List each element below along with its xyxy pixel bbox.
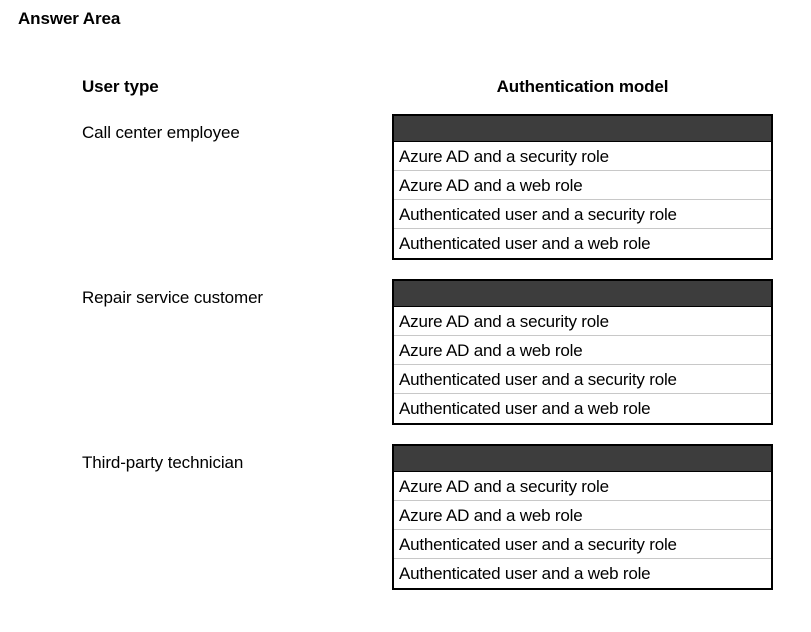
- dropdown-option[interactable]: Authenticated user and a security role: [394, 365, 771, 394]
- dropdown-option[interactable]: Azure AD and a security role: [394, 472, 771, 501]
- dropdown-selected-value[interactable]: [394, 446, 771, 472]
- dropdown-selected-value[interactable]: [394, 116, 771, 142]
- authentication-model-dropdown[interactable]: Azure AD and a security role Azure AD an…: [392, 279, 773, 425]
- column-header-authentication-model: Authentication model: [496, 77, 669, 96]
- dropdown-option[interactable]: Azure AD and a web role: [394, 336, 771, 365]
- dropdown-option[interactable]: Azure AD and a security role: [394, 142, 771, 171]
- dropdown-option[interactable]: Authenticated user and a web role: [394, 229, 771, 258]
- dropdown-option[interactable]: Authenticated user and a security role: [394, 530, 771, 559]
- dropdown-option[interactable]: Authenticated user and a web role: [394, 559, 771, 588]
- column-header-user-type: User type: [82, 77, 159, 96]
- row-label-user-type: Call center employee: [82, 123, 240, 142]
- row-label-user-type: Repair service customer: [82, 288, 263, 307]
- dropdown-option[interactable]: Authenticated user and a security role: [394, 200, 771, 229]
- dropdown-option[interactable]: Authenticated user and a web role: [394, 394, 771, 423]
- dropdown-selected-value[interactable]: [394, 281, 771, 307]
- answer-area-title: Answer Area: [18, 9, 121, 28]
- dropdown-option[interactable]: Azure AD and a web role: [394, 171, 771, 200]
- dropdown-option[interactable]: Azure AD and a web role: [394, 501, 771, 530]
- authentication-model-dropdown[interactable]: Azure AD and a security role Azure AD an…: [392, 444, 773, 590]
- row-label-user-type: Third-party technician: [82, 453, 244, 472]
- authentication-model-dropdown[interactable]: Azure AD and a security role Azure AD an…: [392, 114, 773, 260]
- dropdown-option[interactable]: Azure AD and a security role: [394, 307, 771, 336]
